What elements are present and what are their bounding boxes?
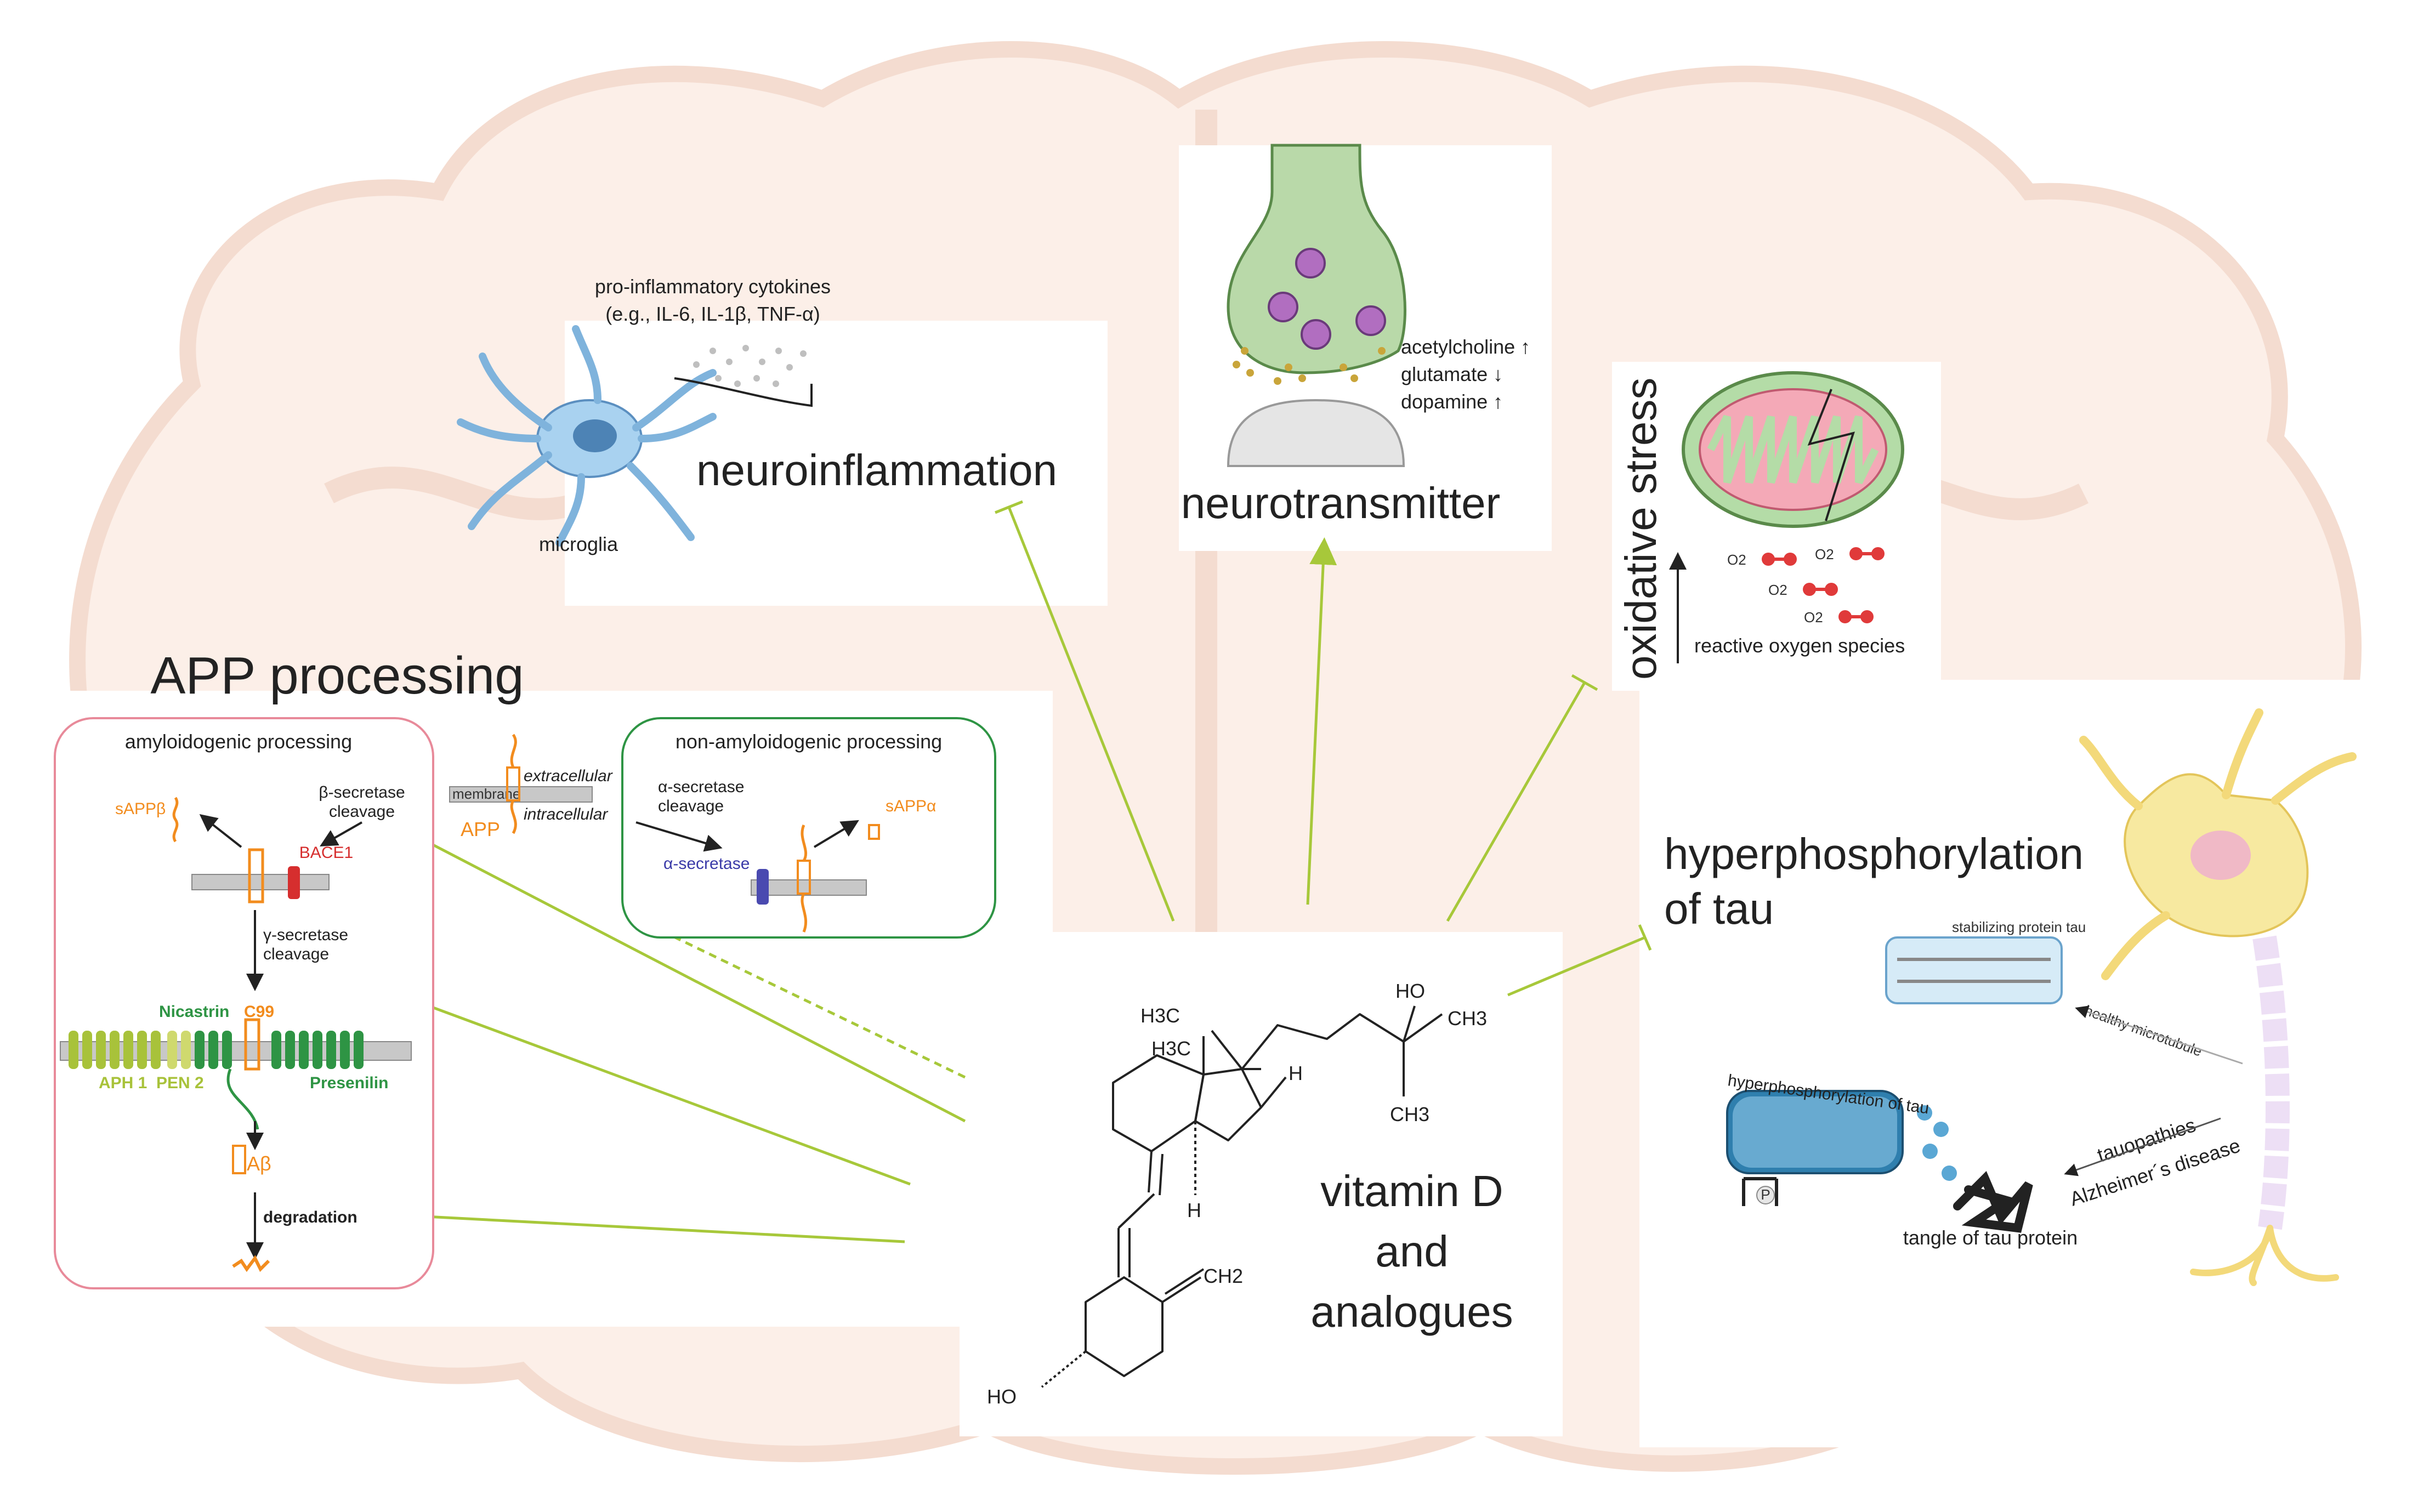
app-protein-amyloidogenic	[248, 848, 264, 903]
vitamin-title-line2: and	[1375, 1227, 1448, 1276]
tau-panel	[1639, 680, 2412, 1447]
o2-label-1: O2	[1727, 552, 1746, 568]
o2-label-4: O2	[1804, 609, 1823, 626]
stabilizing-tau-label: stabilizing protein tau	[1952, 919, 2086, 935]
abeta-label: Aβ	[247, 1152, 271, 1175]
o2-label-3: O2	[1768, 582, 1787, 598]
tangle-label: tangle of tau protein	[1903, 1226, 2078, 1249]
abeta-fragment	[232, 1145, 246, 1174]
phospho-fragments: P	[1742, 1177, 1778, 1206]
app-label: APP	[461, 818, 500, 840]
presenilin-label: Presenilin	[310, 1074, 388, 1092]
c99-fragment	[244, 1018, 260, 1071]
vitamin-panel	[960, 932, 1563, 1436]
gamma-secretase-complex	[69, 1031, 364, 1130]
membrane-amyloidogenic	[191, 874, 330, 890]
mitochondrion	[1682, 371, 1904, 528]
c99-label: C99	[244, 1003, 274, 1021]
extracellular-label: extracellular	[524, 767, 613, 785]
bace1-enzyme	[288, 866, 300, 899]
disease-arrow	[2064, 1117, 2221, 1176]
beta-secretase-line1: β-secretase	[319, 783, 405, 802]
amyloidogenic-title: amyloidogenic processing	[125, 730, 352, 753]
microglia-label: microglia	[539, 533, 618, 555]
o2-label-2: O2	[1815, 546, 1834, 562]
degraded-fragments	[232, 1255, 270, 1272]
amyloidogenic-box	[54, 717, 434, 1289]
cytokine-dots	[693, 345, 807, 387]
neuroinflammation-panel	[565, 321, 1108, 606]
sappb-release-arrow	[199, 814, 242, 848]
sappa-fragment	[868, 824, 880, 840]
sappa-label: sAPPα	[886, 797, 936, 815]
healthy-arrow	[2075, 1005, 2243, 1065]
bace1-label: BACE1	[299, 844, 353, 862]
formula-ch3-1: CH3	[1448, 1007, 1487, 1030]
neuron	[2079, 708, 2357, 1286]
alpha-secretase-cleavage-line1: α-secretase	[658, 778, 744, 796]
formula-ho-top: HO	[1395, 980, 1425, 1002]
aph1-label: APH 1	[99, 1074, 147, 1092]
degradation-label: degradation	[263, 1208, 357, 1226]
pen2-label: PEN 2	[156, 1074, 204, 1092]
secretion-arrow	[674, 377, 813, 407]
lightning-icon	[1807, 389, 1855, 521]
app-title: APP processing	[150, 646, 524, 705]
formula-h-1: H	[1289, 1062, 1303, 1084]
ros-label: reactive oxygen species	[1694, 634, 1905, 657]
vitamin-title-line3: analogues	[1310, 1287, 1513, 1336]
sappa-release-arrow	[813, 820, 859, 848]
non-amyloidogenic-box	[621, 717, 996, 939]
formula-ho-bottom: HO	[987, 1385, 1017, 1408]
formula-ch3-2: CH3	[1390, 1103, 1429, 1126]
vitamin-title-line1: vitamin D	[1320, 1167, 1503, 1215]
beta-cleavage-arrow	[320, 821, 362, 846]
formula-h3c-1: H3C	[1140, 1004, 1180, 1027]
oxidative-title: oxidative stress	[1616, 378, 1665, 680]
tau-tangle	[1953, 1170, 2033, 1233]
tau-title-line2: of tau	[1664, 884, 1774, 933]
tau-title-line1: hyperphosphorylation	[1664, 829, 2084, 878]
app-tails	[510, 734, 517, 834]
neurotransmitter-title: neurotransmitter	[1181, 479, 1500, 527]
gamma-secretase-line1: γ-secretase	[263, 926, 348, 944]
intracellular-label: intracellular	[524, 805, 608, 823]
neurotransmitter-item-glutamate: glutamate ↓	[1401, 363, 1503, 385]
neurotransmitter-item-dopamine: dopamine ↑	[1401, 390, 1503, 413]
gamma-secretase-line2: cleavage	[263, 945, 329, 963]
hyper-microtubule	[1726, 1090, 1957, 1181]
neuroinflammation-title: neuroinflammation	[696, 446, 1057, 494]
formula-ch2: CH2	[1204, 1265, 1243, 1287]
app-tails-non-amyloidogenic	[801, 824, 808, 933]
alpha-cleavage-arrow	[635, 821, 723, 852]
nicastrin-label: Nicastrin	[159, 1003, 229, 1021]
sappb-label: sAPPβ	[115, 800, 166, 818]
phospho-p-label: P	[1761, 1186, 1770, 1203]
membrane-center	[449, 786, 593, 803]
neurotransmitter-item-acetylcholine: acetylcholine ↑	[1401, 336, 1530, 358]
beta-secretase-line2: cleavage	[329, 803, 395, 821]
formula-h3c-2: H3C	[1151, 1037, 1191, 1060]
synapse	[1227, 144, 1406, 467]
formula-h-2: H	[1187, 1199, 1201, 1221]
healthy-microtubule	[1885, 936, 2063, 1004]
non-amyloidogenic-title: non-amyloidogenic processing	[676, 730, 942, 753]
cytokines-line1: pro-inflammatory cytokines	[595, 275, 831, 298]
microglia-cell	[457, 325, 717, 547]
cytokines-line2: (e.g., IL-6, IL-1β, TNF-α)	[605, 303, 820, 325]
alpha-secretase-label: α-secretase	[663, 855, 750, 873]
alpha-secretase-cleavage-line2: cleavage	[658, 797, 724, 815]
sappb-fragment	[172, 797, 179, 843]
alpha-secretase-enzyme	[757, 869, 769, 905]
ros-molecules: O2 O2 O2 O2	[1727, 546, 1885, 626]
vitamin-d-structure	[1041, 1005, 1443, 1388]
